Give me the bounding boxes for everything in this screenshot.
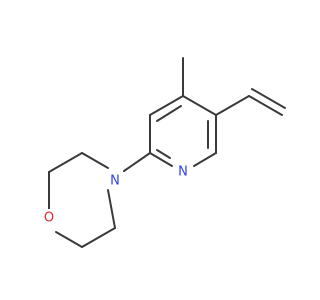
bond-vinyl-c1 <box>215 95 250 116</box>
bond-pyr-c4-c5 <box>182 95 217 116</box>
atoms: O N N <box>40 163 192 227</box>
bond-n-pyridine <box>123 152 151 172</box>
bond-morpholine-c4-o <box>55 231 83 248</box>
bond-morpholine-c3-c4 <box>81 227 116 248</box>
oxygen-label: O <box>44 211 54 226</box>
bonds <box>48 57 286 248</box>
oxygen-atom: O <box>40 209 58 227</box>
molecule-diagram: O N N <box>40 57 286 248</box>
bond-pyr-c6-n <box>193 152 217 167</box>
bond-morpholine-n-c3 <box>107 189 116 229</box>
morpholine-nitrogen-atom: N <box>106 172 124 190</box>
morpholine-nitrogen-label: N <box>110 174 120 189</box>
bond-pyr-n-c2 <box>149 152 173 167</box>
bond-pyr-c3-c4 <box>149 95 184 116</box>
bond-morpholine-c2-n <box>81 152 109 169</box>
bond-vinyl-double-b <box>251 88 286 109</box>
bond-pyr-n-c2-inner <box>156 149 171 159</box>
bond-pyr-c3-c4-inner <box>156 105 182 122</box>
bond-morpholine-c1-c2 <box>48 152 83 173</box>
bond-vinyl-double-a <box>248 95 283 116</box>
pyridine-nitrogen-atom: N <box>174 163 192 181</box>
pyridine-nitrogen-label: N <box>178 165 188 180</box>
